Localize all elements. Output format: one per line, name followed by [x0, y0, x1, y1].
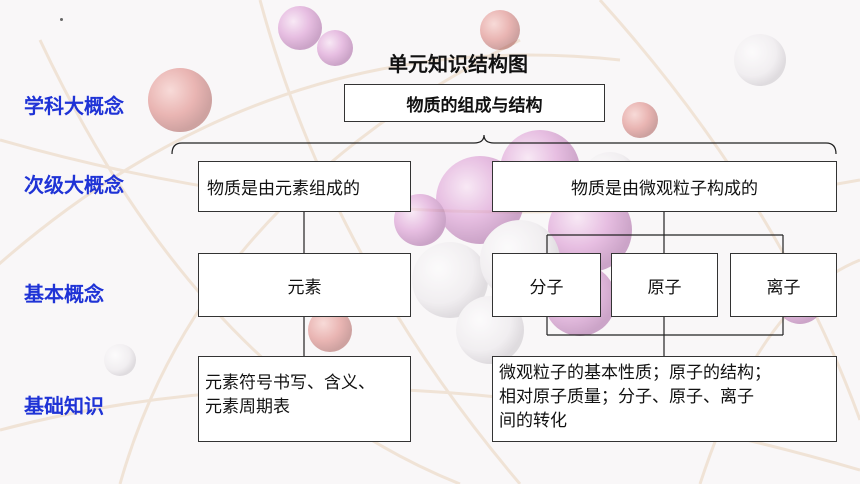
- node-atom: 原子: [611, 253, 718, 317]
- corner-dot: [60, 18, 63, 21]
- node-composed-of-elements-label: 物质是由元素组成的: [207, 179, 360, 199]
- node-element-label: 元素: [287, 277, 322, 298]
- node-composed-of-particles: 物质是由微观粒子构成的: [492, 161, 837, 212]
- particle-knowledge-line-3: 间的转化: [499, 411, 567, 431]
- element-knowledge-line-1: 元素符号书写、含义、: [205, 373, 375, 393]
- node-atom-label: 原子: [647, 277, 682, 298]
- level-label-discipline-concept: 学科大概念: [24, 94, 124, 118]
- node-composed-of-elements: 物质是由元素组成的: [198, 161, 411, 212]
- node-composed-of-particles-label: 物质是由微观粒子构成的: [571, 179, 758, 199]
- node-molecule: 分子: [492, 253, 601, 317]
- level-label-basic-knowledge: 基础知识: [24, 394, 104, 418]
- particle-knowledge-line-1: 微观粒子的基本性质；原子的结构；: [499, 363, 771, 383]
- level-label-secondary-concept: 次级大概念: [24, 173, 124, 197]
- element-knowledge-line-2: 元素周期表: [205, 397, 290, 417]
- node-root-label: 物质的组成与结构: [406, 95, 543, 116]
- node-ion: 离子: [730, 253, 837, 317]
- node-element-knowledge: 元素符号书写、含义、 元素周期表: [198, 356, 411, 442]
- node-particle-knowledge: 微观粒子的基本性质；原子的结构； 相对原子质量；分子、原子、离子 间的转化: [492, 356, 837, 442]
- particle-knowledge-line-2: 相对原子质量；分子、原子、离子: [499, 387, 754, 407]
- level-label-basic-concept: 基本概念: [24, 282, 104, 306]
- diagram-title: 单元知识结构图: [388, 52, 528, 76]
- node-molecule-label: 分子: [529, 277, 564, 298]
- node-element: 元素: [198, 253, 411, 317]
- node-ion-label: 离子: [766, 277, 801, 298]
- root-brace: [171, 134, 837, 155]
- node-root: 物质的组成与结构: [344, 84, 605, 122]
